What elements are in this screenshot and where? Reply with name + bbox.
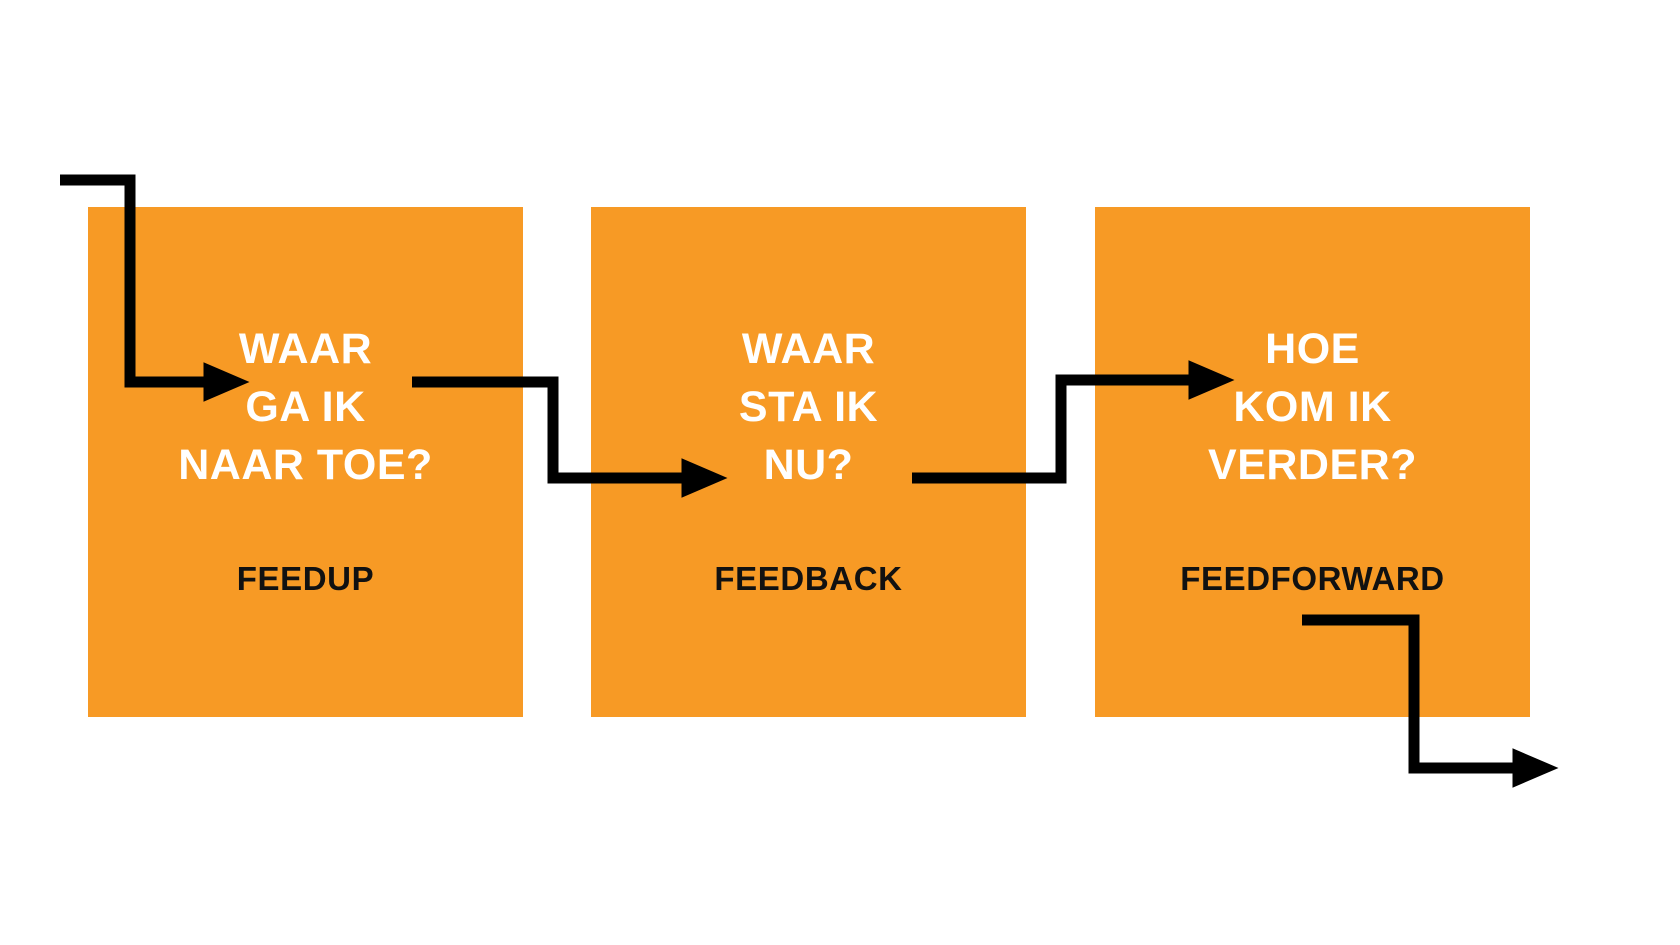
arrow-feedup-to-feedback [412,376,728,498]
entry-arrow [60,174,250,402]
exit-arrow [1302,614,1559,788]
arrow-feedback-to-feedforward [912,360,1235,484]
stage-box-feedback[interactable] [591,207,1026,717]
stage-box-feedforward[interactable] [1095,207,1530,717]
stage-box-feedup[interactable] [88,207,523,717]
